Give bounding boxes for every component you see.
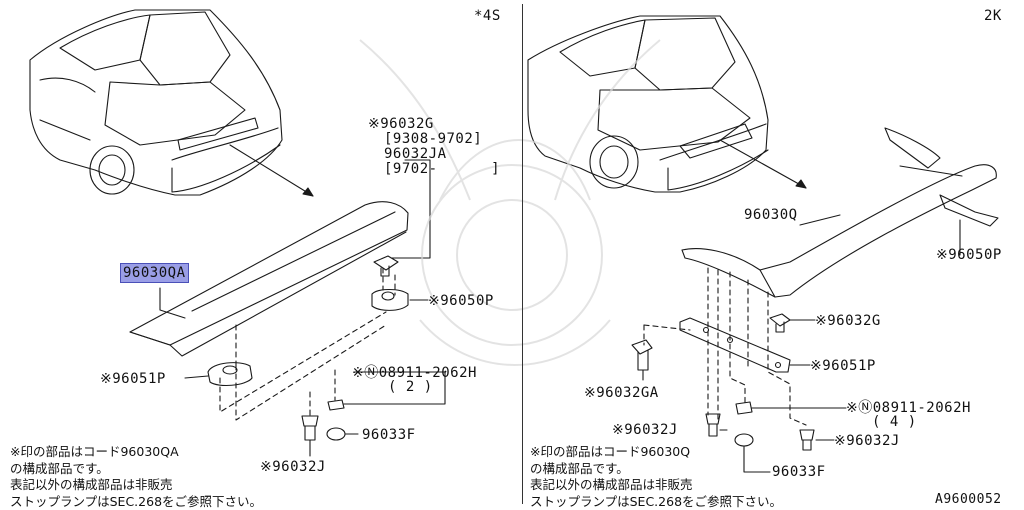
left-label-bracket-b: 96032JA: [384, 146, 447, 162]
left-note-line: ストップランプはSEC.268をご参照下さい。: [10, 493, 263, 509]
right-spoiler-96030Q: [681, 127, 999, 298]
left-variant-label: *4S: [474, 8, 501, 24]
left-leader-bracket: [391, 159, 431, 259]
right-grommet-part: [734, 433, 771, 473]
right-label-clip-j-right: ※96032J: [834, 433, 900, 449]
watermark-emblem: [359, 39, 661, 366]
left-pad-part: [371, 288, 409, 311]
left-clip-part: [301, 415, 319, 457]
right-label-clip-j-left: ※96032J: [612, 422, 678, 438]
right-seal-strip: [679, 317, 791, 373]
right-bracket-part: [769, 313, 791, 333]
figure-id: A9600052: [935, 492, 1002, 507]
left-car-illustration: [29, 9, 314, 197]
right-bolt-part: [735, 401, 847, 415]
left-bracket-part: [373, 255, 399, 277]
left-label-bracket-b-date: [9702- ]: [384, 161, 501, 177]
right-label-bolt: ※Ⓝ08911-2062H: [846, 400, 971, 416]
left-grommet-part: [326, 427, 359, 441]
left-label-pad: ※96050P: [428, 293, 494, 309]
left-label-grommet: 96033F: [362, 427, 416, 443]
left-label-bracket-a-date: [9308-9702]: [384, 131, 483, 147]
left-note-line: 表記以外の構成部品は非販売: [10, 477, 173, 492]
right-label-grommet: 96033F: [772, 464, 826, 480]
right-label-bolt-qty: ( 4 ): [872, 414, 917, 430]
right-clip-j-right-part: [799, 429, 835, 451]
right-label-spoiler: 96030Q: [744, 207, 798, 223]
left-seal-part: [207, 362, 253, 387]
right-clip-ga-part: [631, 339, 653, 381]
left-label-clip: ※96032J: [260, 459, 326, 475]
left-label-spoiler[interactable]: 96030QA: [120, 263, 189, 283]
left-spoiler-96030QA: [129, 201, 409, 357]
left-label-bolt: ※Ⓝ08911-2062H: [352, 365, 477, 381]
right-car-illustration: [527, 15, 807, 193]
right-label-pad: ※96050P: [936, 247, 1002, 263]
right-note-line: の構成部品です。: [530, 460, 629, 476]
right-clip-j-left-part: [705, 413, 721, 437]
right-note-line: ※印の部品はコード96030Q: [530, 444, 691, 459]
right-label-bracket: ※96032G: [815, 313, 881, 329]
right-dashed-guides: [643, 267, 807, 426]
right-variant-label: 2K: [984, 8, 1002, 24]
left-bolt-part: [327, 371, 446, 411]
right-label-clip-ga: ※96032GA: [584, 385, 659, 401]
right-note-line: ストップランプはSEC.268をご参照下さい。: [530, 493, 783, 509]
right-label-seal: ※96051P: [810, 358, 876, 374]
left-label-seal: ※96051P: [100, 371, 166, 387]
right-note-line: 表記以外の構成部品は非販売: [530, 477, 693, 492]
left-label-bolt-qty: ( 2 ): [388, 379, 433, 395]
left-dashed-guides: [219, 267, 396, 421]
left-note-line: ※印の部品はコード96030QA: [10, 444, 179, 459]
left-label-bracket-a: ※96032G: [368, 116, 434, 132]
left-note-line: の構成部品です。: [10, 460, 109, 476]
panel-divider: [522, 4, 523, 504]
